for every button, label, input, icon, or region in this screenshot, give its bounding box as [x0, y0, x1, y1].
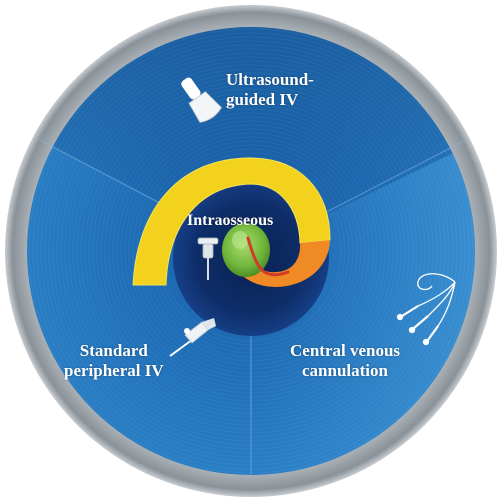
label-ultrasound-guided-iv: Ultrasound- guided IV — [226, 70, 314, 110]
peripheral-label-line2: peripheral IV — [64, 361, 164, 380]
orange-curl — [244, 240, 330, 287]
intraosseous-label: Intraosseous — [187, 212, 274, 229]
central-label-line1: Central venous — [290, 341, 401, 360]
intraosseous-needle-icon — [197, 237, 219, 280]
needle-path — [246, 236, 290, 277]
ultrasound-probe-icon — [181, 77, 222, 123]
label-central-venous-cannulation: Central venous cannulation — [290, 341, 400, 381]
central-line-catheter-icon — [396, 273, 456, 346]
central-label-line2: cannulation — [302, 361, 388, 380]
iv-cannula-icon — [169, 318, 216, 357]
peripheral-label-line1: Standard — [79, 341, 148, 360]
label-intraosseous: Intraosseous — [187, 211, 273, 231]
ultrasound-label-line1: Ultrasound- — [226, 70, 314, 89]
ultrasound-label-line2: guided IV — [226, 90, 299, 109]
yellow-spiral — [132, 157, 331, 286]
label-standard-peripheral-iv: Standard peripheral IV — [64, 341, 164, 381]
